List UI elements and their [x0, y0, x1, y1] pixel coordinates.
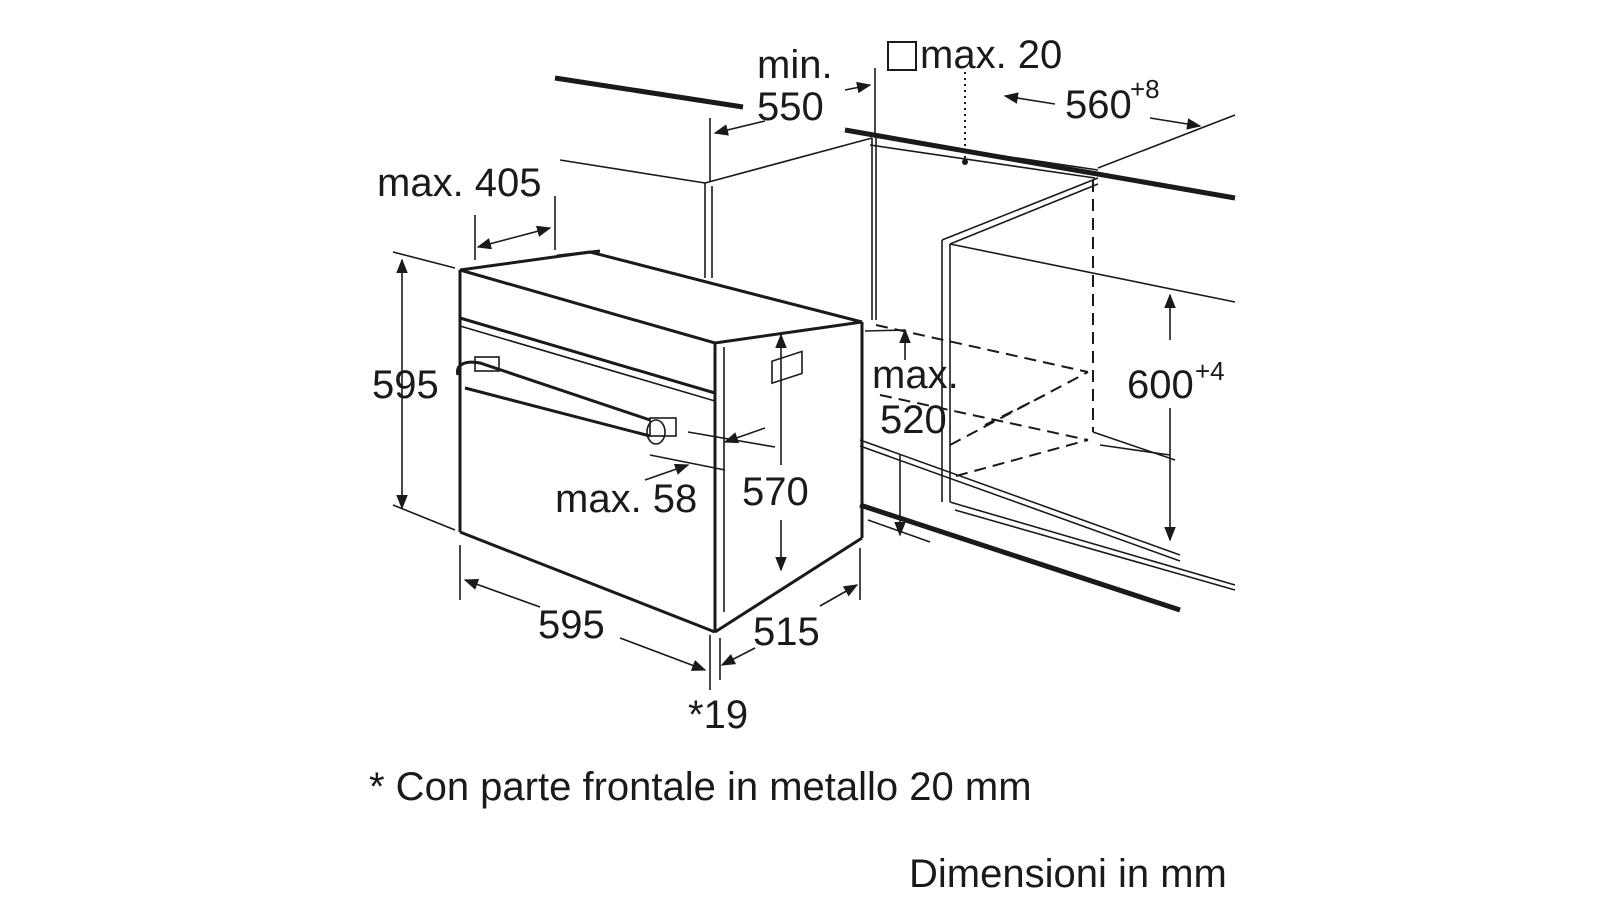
label-560: 560 [1065, 83, 1132, 127]
cabinet-niche [554, 72, 1236, 613]
label-min-550-line2: 550 [757, 85, 824, 129]
label-570: 570 [742, 470, 809, 514]
label-star-19: *19 [688, 693, 748, 737]
label-min-550-line1: min. [757, 43, 833, 87]
label-560-tolerance: +8 [1130, 74, 1160, 104]
label-max-58: max. 58 [555, 477, 697, 521]
label-600: 600 [1127, 363, 1194, 407]
label-depth-515: 515 [753, 610, 820, 654]
label-600-tolerance: +4 [1195, 356, 1225, 386]
dimension-lines [392, 68, 1236, 690]
label-width-595: 595 [538, 603, 605, 647]
label-max-20: max. 20 [920, 33, 1062, 77]
square-symbol [887, 41, 917, 71]
footnote: * Con parte frontale in metallo 20 mm [369, 765, 1032, 809]
oven-appliance [455, 249, 864, 634]
label-max-520-line2: 520 [880, 398, 947, 442]
label-height-595: 595 [372, 363, 439, 407]
label-max-520-line1: max. [872, 353, 959, 397]
units-note: Dimensioni in mm [909, 852, 1227, 896]
label-max-405: max. 405 [377, 161, 542, 205]
